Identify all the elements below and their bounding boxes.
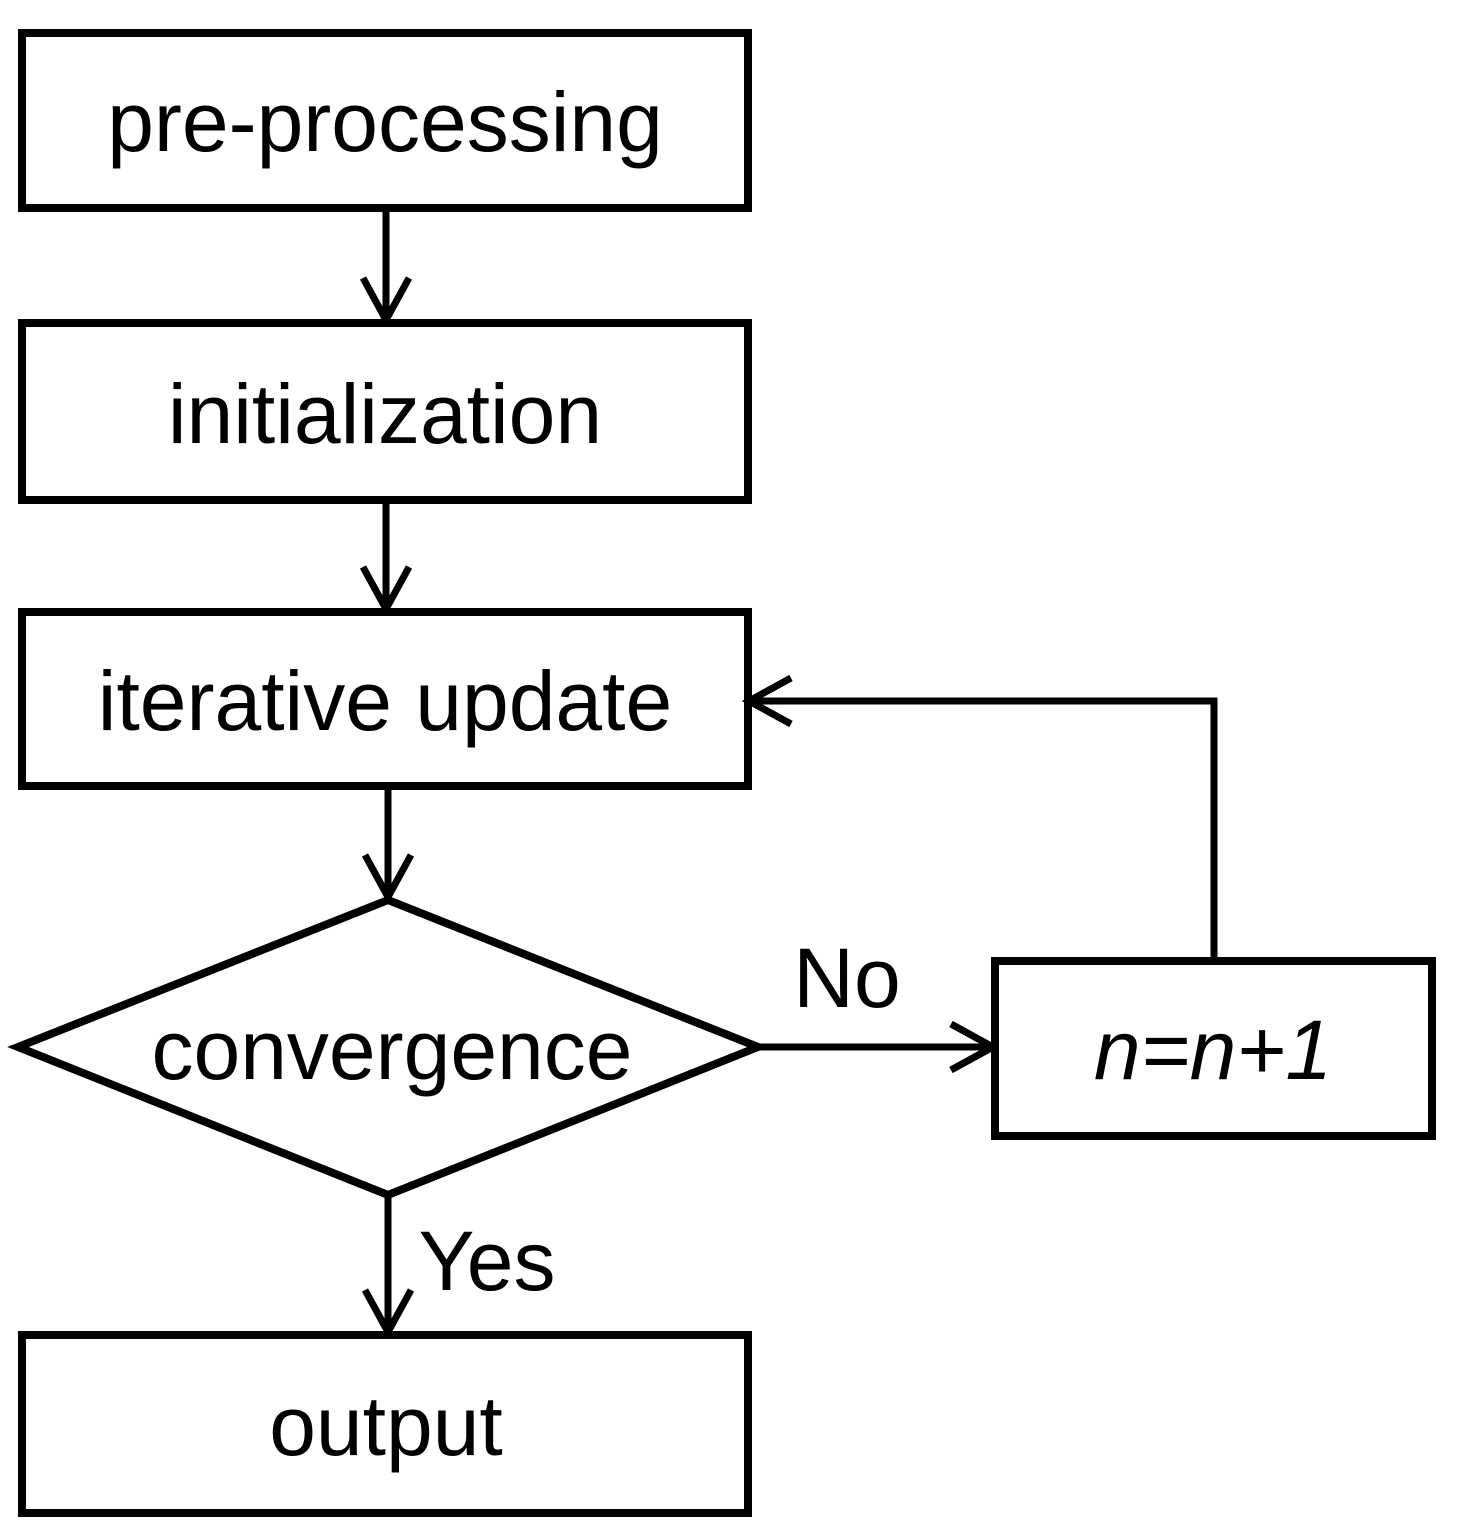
feedback-line — [753, 697, 1218, 959]
node-output: output — [18, 1331, 752, 1517]
convergence-label: convergence — [152, 1003, 633, 1097]
output-box — [18, 1331, 752, 1517]
arrowhead-left-icon — [741, 674, 793, 728]
node-increment: n=n+1 — [991, 957, 1436, 1140]
iterative-update-box — [18, 608, 752, 790]
no-branch-label: No — [793, 931, 900, 1025]
arrow-preprocessing-to-initialization — [359, 206, 413, 328]
yes-branch-label: Yes — [418, 1214, 555, 1308]
node-initialization: initialization — [18, 319, 752, 504]
output-label: output — [269, 1379, 503, 1473]
preprocessing-label: pre-processing — [107, 75, 663, 169]
initialization-box — [18, 319, 752, 504]
increment-label: n=n+1 — [1094, 1003, 1332, 1097]
arrow-convergence-to-output-yes: Yes — [361, 1193, 556, 1340]
initialization-label: initialization — [168, 367, 602, 461]
feedback-arrow-increment-to-iterative-update — [741, 674, 1218, 959]
arrow-iterative-update-to-convergence — [361, 784, 415, 905]
node-iterative-update: iterative update — [18, 608, 752, 790]
increment-box — [991, 957, 1436, 1140]
node-preprocessing: pre-processing — [18, 29, 752, 212]
iterative-update-label: iterative update — [98, 654, 672, 748]
node-convergence: convergence — [7, 895, 769, 1200]
preprocessing-box — [18, 29, 752, 212]
arrow-convergence-to-increment-no: No — [756, 931, 1001, 1074]
arrow-initialization-to-iterative-update — [359, 498, 413, 617]
